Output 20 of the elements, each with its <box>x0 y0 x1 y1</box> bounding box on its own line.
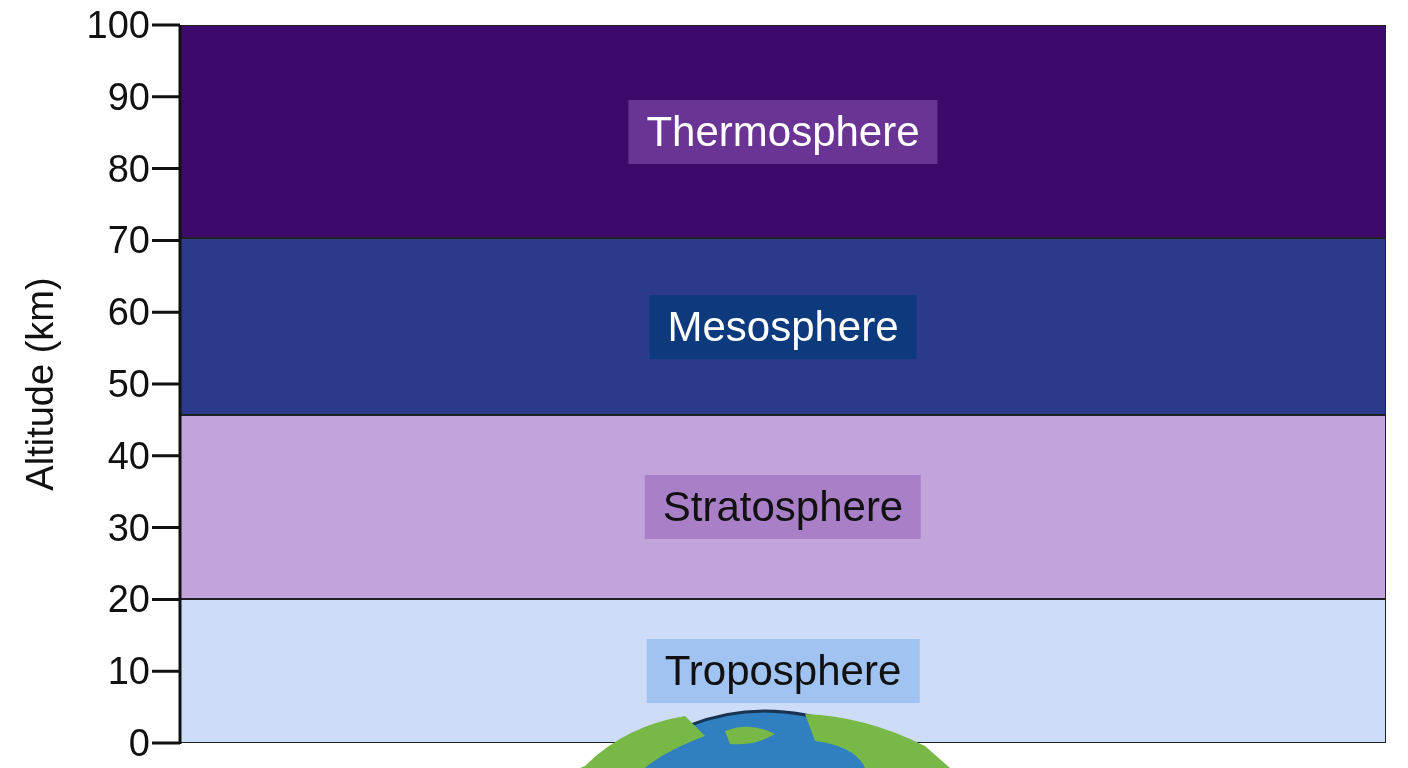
layer-label: Troposphere <box>646 639 920 704</box>
tick-label: 40 <box>107 435 150 476</box>
axis-title: Altitude (km) <box>18 277 62 491</box>
atmosphere-layer-band <box>180 238 1386 415</box>
tick-label: 90 <box>107 76 150 117</box>
atmosphere-layer-band <box>180 414 1386 600</box>
layer-label: Thermosphere <box>628 99 938 164</box>
tick-label: 10 <box>107 651 150 692</box>
tick-label: 100 <box>86 5 150 45</box>
tick-label: 0 <box>128 723 150 763</box>
tick-label: 80 <box>107 148 150 189</box>
layer-label: Stratosphere <box>644 475 922 540</box>
layer-label: Mesosphere <box>649 294 917 359</box>
tick-label: 70 <box>107 220 150 261</box>
tick-label: 60 <box>107 292 150 333</box>
atmosphere-layer-band <box>180 25 1386 239</box>
tick-label: 20 <box>107 579 150 620</box>
tick-label: 30 <box>107 507 150 548</box>
atmosphere-layer-band <box>180 599 1386 743</box>
tick-label: 50 <box>107 364 150 404</box>
